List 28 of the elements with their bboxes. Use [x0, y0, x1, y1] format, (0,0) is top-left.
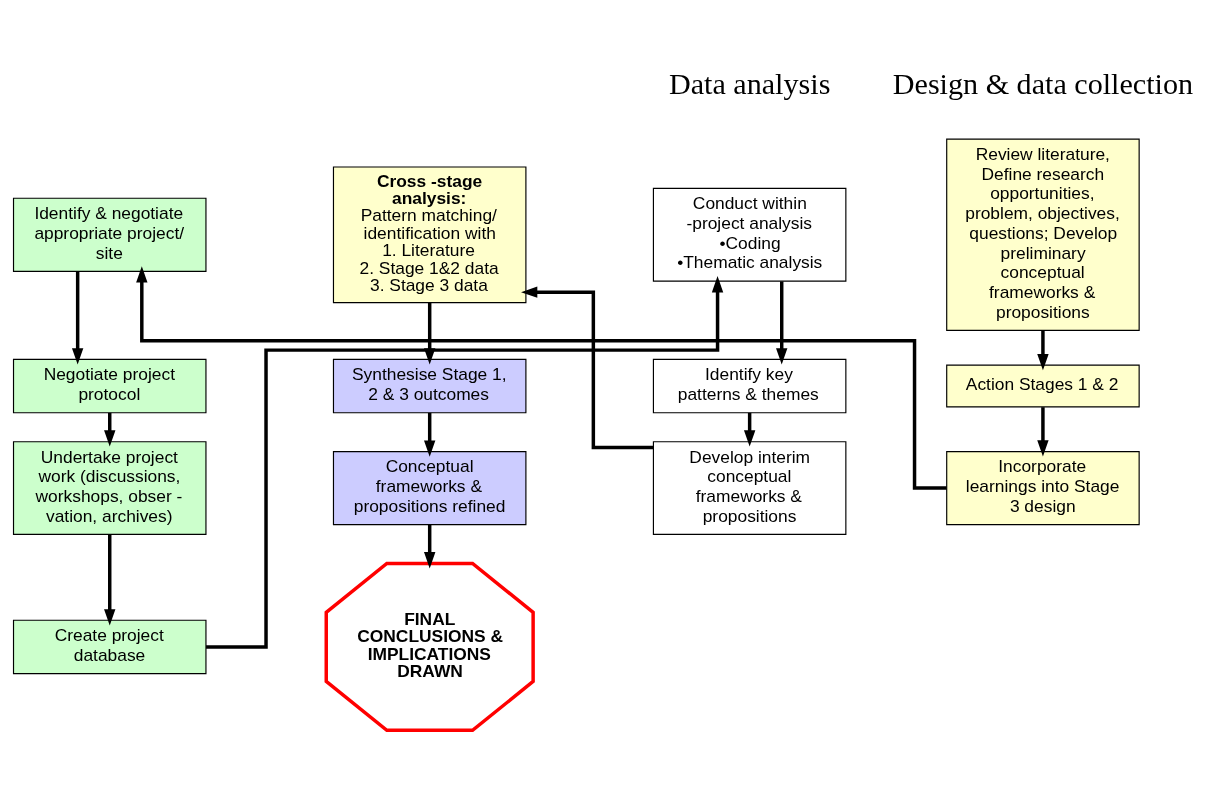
node-box: Synthesise Stage 1, 2 & 3 outcomes — [332, 358, 527, 413]
node-box: Action Stages 1 & 2 — [946, 364, 1140, 407]
arrow — [424, 524, 436, 568]
node-box: Incorporate learnings into Stage 3 design — [946, 450, 1140, 525]
node-box: Identify & negotiate appropriate project/ site — [12, 197, 207, 272]
arrow — [1037, 330, 1049, 370]
arrow — [776, 280, 788, 364]
node-box: Cross -stage analysis: Pattern matching/ identification with 1. Literature 2. Stage 1&2 data 3. Stage 3 data — [332, 165, 527, 303]
arrow — [136, 265, 947, 490]
node-box: Create project database — [12, 619, 207, 674]
node-box: Review literature, Define research opportunities, problem, objectives, questions; Develop preliminary conceptual frameworks & propositions — [946, 138, 1140, 331]
node-box: Conceptual frameworks & propositions refined — [332, 450, 527, 525]
label: Design & data collection — [892, 66, 1194, 101]
arrow — [521, 285, 654, 449]
arrow — [104, 412, 116, 447]
arrow — [424, 412, 436, 457]
arrow — [1037, 406, 1049, 457]
label: Data analysis — [668, 66, 831, 101]
node-box: Develop interim conceptual frameworks & propositions — [652, 440, 847, 535]
arrow — [71, 270, 84, 365]
node-box: Undertake project work (discussions, workshops, obser - vation, archives) — [12, 440, 207, 535]
arrow — [424, 302, 436, 364]
arrow — [743, 412, 756, 447]
arrow — [104, 534, 116, 625]
node-box: Negotiate project protocol — [12, 358, 207, 413]
node-box: Identify key patterns & themes — [652, 358, 847, 413]
node-box: Conduct within -project analysis •Coding •Thematic analysis — [652, 187, 847, 282]
arrow — [206, 275, 724, 649]
